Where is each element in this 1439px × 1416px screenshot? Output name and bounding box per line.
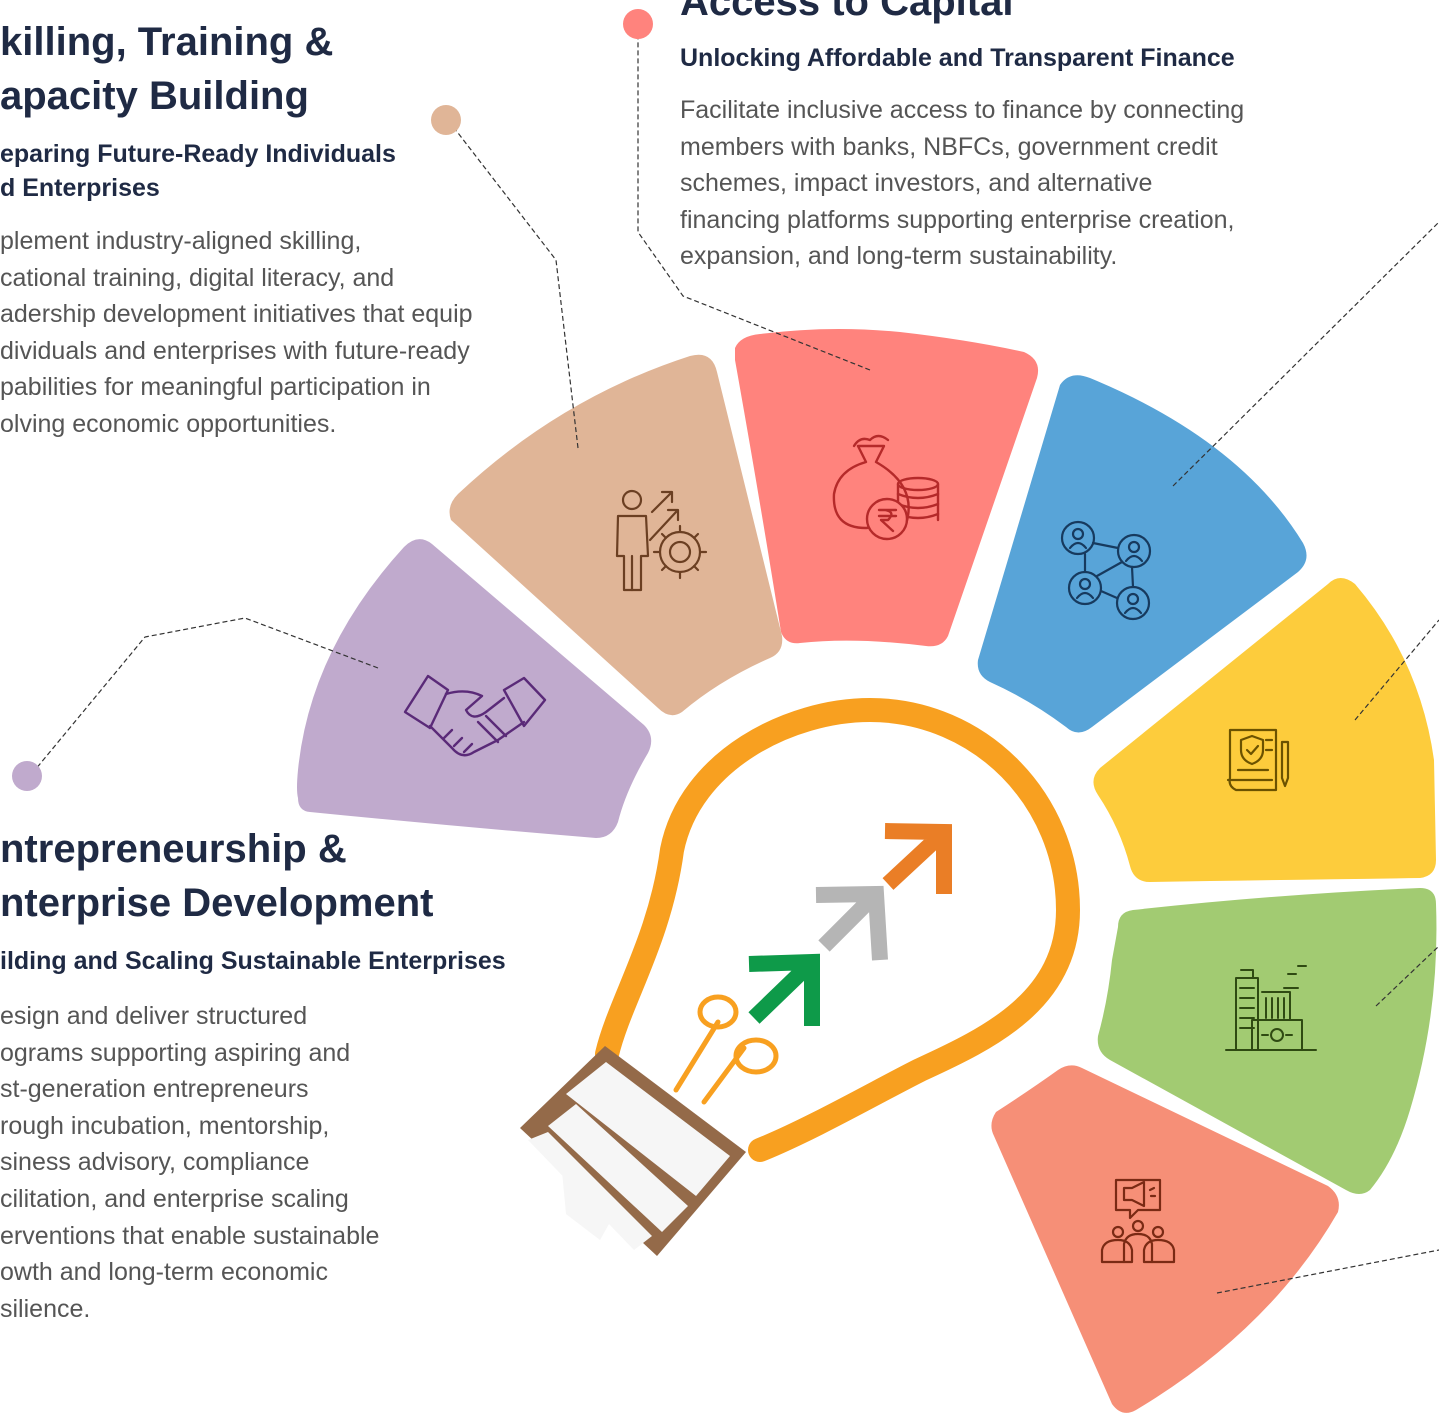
entrepreneurship-title-line: ntrepreneurship &: [0, 827, 347, 871]
entrepreneurship-body-line: siness advisory, compliance: [0, 1148, 310, 1177]
connector-network: [1172, 221, 1439, 487]
connector-capital: [637, 20, 871, 371]
bulb-filament: [673, 994, 779, 1105]
petal-network: [977, 375, 1307, 733]
arrow-green-icon: [748, 953, 820, 1026]
megaphone-community-icon: [1100, 1178, 1176, 1264]
light-bulb: [520, 698, 1080, 1256]
connector-policy: [1354, 619, 1439, 721]
connector-skilling: [447, 119, 579, 449]
dot-entrepreneurship: [12, 761, 42, 791]
skilling-body-line: adership development initiatives that eq…: [0, 300, 473, 329]
capital-subtitle: Unlocking Affordable and Transparent Fin…: [680, 44, 1235, 72]
buildings-icon: [1225, 965, 1317, 1051]
arrow-orange-icon: [882, 823, 952, 894]
bulb-base: [520, 1046, 746, 1256]
entrepreneurship-title-line: nterprise Development: [0, 881, 434, 925]
entrepreneurship-body-line: erventions that enable sustainable: [0, 1221, 380, 1250]
people-network-icon: [1060, 520, 1152, 621]
entrepreneurship-body: esign and deliver structured ograms supp…: [0, 998, 560, 1327]
petal-infrastructure: [1097, 888, 1437, 1194]
bulb-outline: [595, 698, 1080, 1162]
entrepreneurship-body-line: esign and deliver structured: [0, 1002, 308, 1030]
capital-title: Access to Capital: [680, 0, 1014, 24]
connector-infrastructure: [1375, 945, 1439, 1007]
capital-body-line: expansion, and long-term sustainability.: [680, 242, 1118, 271]
entrepreneurship-body-line: ograms supporting aspiring and: [0, 1038, 351, 1067]
capital-block: Access to Capital Unlocking Affordable a…: [680, 0, 1380, 275]
skilling-body-line: dividuals and enterprises with future-re…: [0, 336, 470, 365]
skilling-body-line: olving economic opportunities.: [0, 409, 337, 438]
money-bag-coins-icon: [832, 434, 940, 541]
entrepreneurship-body-line: rough incubation, mentorship,: [0, 1111, 330, 1140]
dot-capital: [623, 9, 653, 39]
connector-community: [1216, 1249, 1439, 1294]
skilling-block: killing, Training & apacity Building epa…: [0, 15, 540, 443]
entrepreneurship-subtitle: ilding and Scaling Sustainable Enterpris…: [0, 947, 506, 975]
petal-skilling: [449, 354, 783, 716]
handshake-icon: [403, 674, 547, 757]
entrepreneurship-body-line: owth and long-term economic: [0, 1258, 328, 1287]
capital-body-line: members with banks, NBFCs, government cr…: [680, 132, 1218, 161]
capital-body-line: financing platforms supporting enterpris…: [680, 205, 1235, 234]
connector-entrepreneurship: [29, 617, 379, 777]
skilling-subtitle-line: d Enterprises: [0, 174, 160, 202]
skilling-body: plement industry-aligned skilling, catio…: [0, 223, 540, 443]
entrepreneurship-body-line: silience.: [0, 1294, 91, 1323]
capital-body: Facilitate inclusive access to finance b…: [680, 92, 1380, 275]
skilling-subtitle-line: eparing Future-Ready Individuals: [0, 140, 396, 168]
entrepreneurship-block: ntrepreneurship & nterprise Development …: [0, 822, 560, 1327]
entrepreneurship-title: ntrepreneurship & nterprise Development: [0, 822, 560, 930]
growth-arrows: [748, 823, 952, 1026]
skilling-subtitle: eparing Future-Ready Individuals d Enter…: [0, 137, 540, 205]
document-shield-icon: [1226, 728, 1290, 792]
skilling-body-line: pabilities for meaningful participation …: [0, 373, 431, 402]
entrepreneurship-body-line: st-generation entrepreneurs: [0, 1075, 309, 1104]
capital-body-line: schemes, impact investors, and alternati…: [680, 169, 1153, 198]
dot-skilling: [431, 105, 461, 135]
entrepreneurship-body-line: cilitation, and enterprise scaling: [0, 1184, 349, 1213]
petal-capital: [735, 328, 1039, 647]
skilling-title: killing, Training & apacity Building: [0, 15, 540, 123]
arrow-gray-icon: [815, 885, 888, 961]
petal-community: [991, 1065, 1339, 1413]
capital-body-line: Facilitate inclusive access to finance b…: [680, 96, 1245, 124]
skilling-title-line: apacity Building: [0, 74, 309, 118]
petal-entrepreneurship: [297, 539, 652, 838]
person-growth-gear-icon: [615, 489, 708, 592]
skilling-title-line: killing, Training &: [0, 20, 334, 64]
skilling-body-line: cational training, digital literacy, and: [0, 263, 395, 292]
skilling-body-line: plement industry-aligned skilling,: [0, 227, 362, 255]
